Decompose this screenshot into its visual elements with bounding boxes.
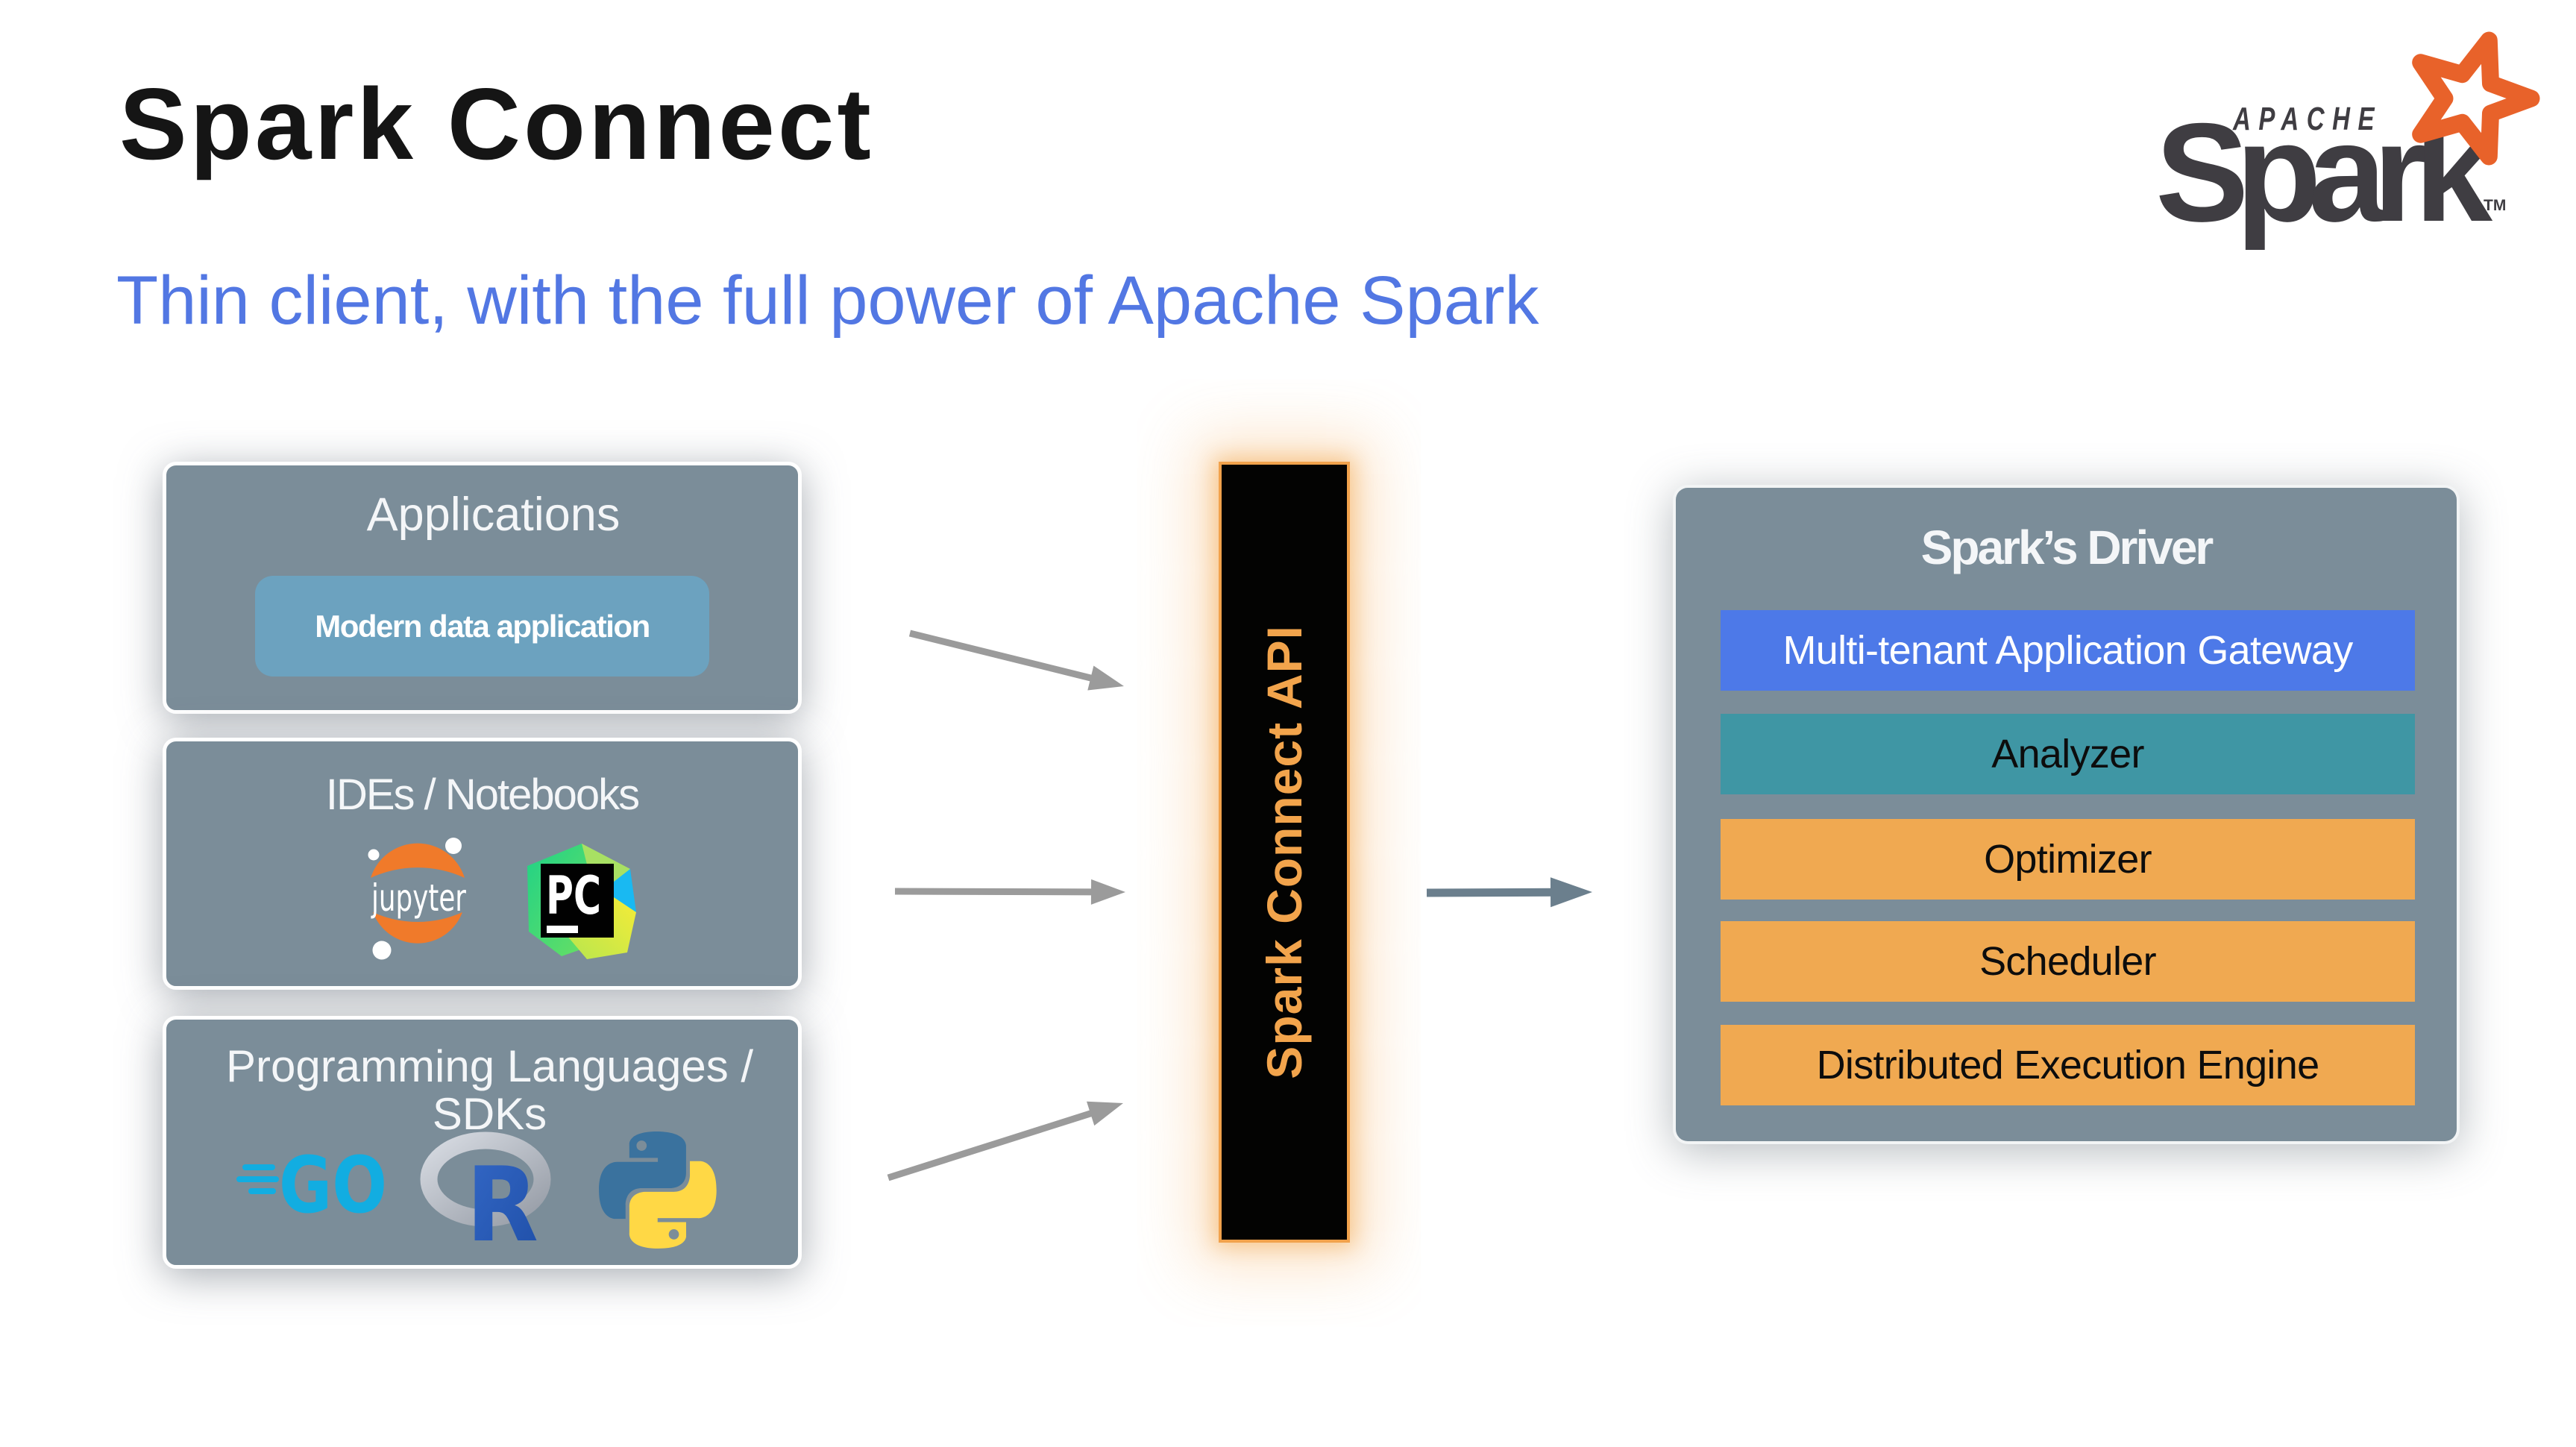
brand-trademark: TM (2484, 197, 2506, 214)
driver-layer-execution-engine: Distributed Execution Engine (1721, 1025, 2415, 1105)
page-title: Spark Connect (119, 67, 874, 181)
programming-languages-title: Programming Languages / SDKs (225, 1041, 754, 1139)
driver-layer-gateway: Multi-tenant Application Gateway (1721, 610, 2415, 691)
programming-languages-box: Programming Languages / SDKs GO R (163, 1016, 802, 1269)
pycharm-monogram: PC (546, 865, 601, 926)
spark-connect-api-label: Spark Connect API (1257, 625, 1312, 1079)
apache-wordmark: APACHE (2232, 101, 2382, 137)
go-wordmark: GO (279, 1148, 387, 1219)
page-subtitle: Thin client, with the full power of Apac… (116, 263, 1539, 339)
pycharm-logo-icon: PC (527, 844, 636, 959)
spark-star-icon (2412, 31, 2540, 166)
go-logo-icon: GO (236, 1148, 387, 1219)
ides-notebooks-title: IDEs / Notebooks (325, 770, 640, 819)
jupyter-wordmark: jupyter (371, 876, 466, 920)
arrow-ides-to-api (894, 879, 1125, 905)
driver-layer-analyzer: Analyzer (1721, 714, 2415, 794)
jupyter-logo-icon: jupyter (368, 838, 466, 960)
spark-driver-title: Spark’s Driver (1920, 521, 2214, 574)
driver-layer-optimizer: Optimizer (1721, 819, 2415, 900)
arrow-applications-to-api (908, 630, 1124, 691)
modern-data-application-pill: Modern data application (255, 576, 709, 677)
applications-box: Applications Modern data application (163, 462, 802, 714)
apache-spark-logo-icon: APACHE Spark TM (2155, 31, 2540, 251)
modern-data-application-label: Modern data application (315, 608, 650, 644)
r-letter: R (466, 1145, 538, 1245)
r-logo-icon: R (420, 1131, 551, 1245)
arrow-languages-to-api (887, 1101, 1123, 1181)
spark-wordmark: Spark (2155, 94, 2492, 251)
applications-title: Applications (366, 489, 621, 541)
spark-connect-api-bar: Spark Connect API (1219, 462, 1350, 1243)
driver-layer-scheduler: Scheduler (1721, 921, 2415, 1002)
spark-driver-box: Spark’s Driver Multi-tenant Application … (1673, 485, 2460, 1144)
python-logo-icon (599, 1131, 717, 1249)
ides-notebooks-box: IDEs / Notebooks jupyter (163, 738, 802, 990)
arrow-api-to-driver (1426, 877, 1592, 908)
